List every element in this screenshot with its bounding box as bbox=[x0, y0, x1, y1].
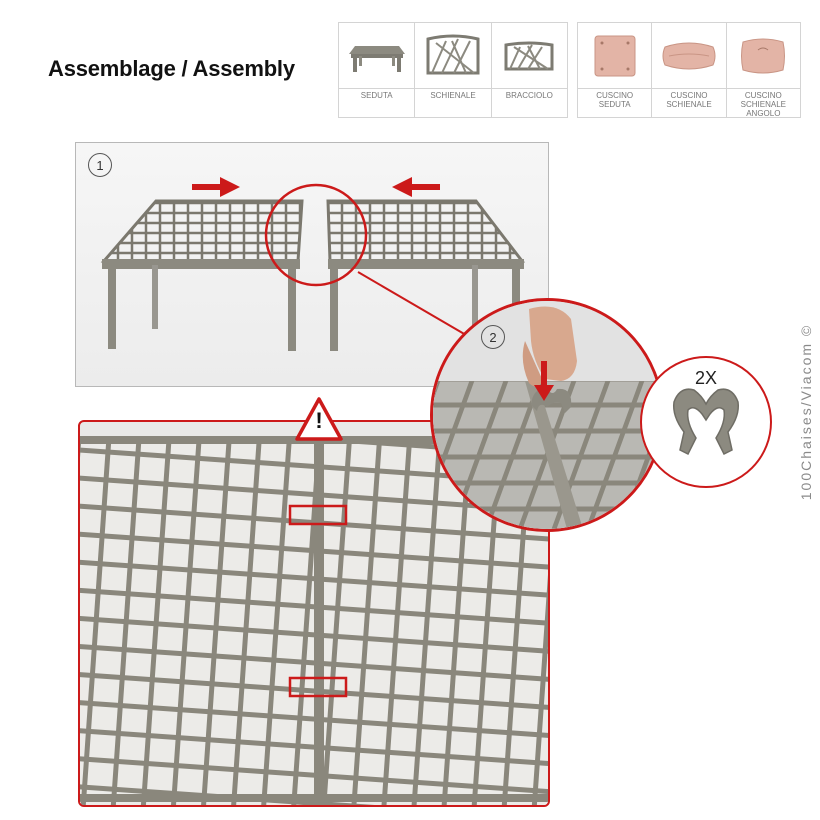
arrow-right-icon bbox=[192, 177, 240, 197]
part-label: CUSCINO SCHIENALE bbox=[666, 91, 712, 109]
part-label: CUSCINO SCHIENALE ANGOLO bbox=[740, 91, 786, 118]
part-label: BRACCIOLO bbox=[505, 91, 553, 100]
corner-cushion-icon bbox=[726, 23, 800, 89]
step1-panel: 1 bbox=[75, 142, 549, 387]
part-label: SEDUTA bbox=[360, 91, 393, 100]
part-label: SCHIENALE bbox=[430, 91, 476, 100]
clip-count-label: 2X bbox=[694, 368, 718, 388]
mesh-detail-illustration bbox=[80, 436, 548, 805]
clip-insertion-illustration bbox=[433, 301, 661, 529]
step-number-2: 2 bbox=[481, 325, 505, 349]
clip-position-marker-bottom bbox=[288, 676, 348, 698]
part-corner-cushion: CUSCINO SCHIENALE ANGOLO bbox=[726, 23, 800, 118]
clip-position-marker-top bbox=[288, 504, 348, 526]
copyright-credit: 100Chaises/Viacom © bbox=[798, 323, 814, 501]
warning-icon: ! bbox=[294, 396, 344, 442]
step2-zoom-circle: 2 bbox=[430, 298, 664, 532]
armrest-frame-icon bbox=[491, 23, 567, 89]
part-seat-frame: SEDUTA bbox=[339, 23, 416, 117]
part-armrest-frame: BRACCIOLO bbox=[491, 23, 567, 117]
part-back-cushion: CUSCINO SCHIENALE bbox=[652, 23, 727, 117]
clip-detail-circle: 2X bbox=[640, 356, 772, 488]
parts-legend-frames: SEDUTA SCHIENALE BRACCIOLO bbox=[338, 22, 568, 118]
back-cushion-icon bbox=[652, 23, 726, 89]
warning-symbol: ! bbox=[315, 408, 323, 433]
seat-cushion-icon bbox=[578, 23, 652, 89]
step-number-1: 1 bbox=[88, 153, 112, 177]
backrest-frame-icon bbox=[415, 23, 491, 89]
seat-frame-icon bbox=[339, 23, 415, 89]
parts-legend-cushions: CUSCINO SEDUTA CUSCINO SCHIENALE CUSCINO… bbox=[577, 22, 801, 118]
part-seat-cushion: CUSCINO SEDUTA bbox=[578, 23, 653, 117]
clip-icon bbox=[672, 388, 740, 456]
highlight-circle bbox=[264, 183, 368, 287]
part-label: CUSCINO SEDUTA bbox=[596, 91, 634, 109]
page-title: Assemblage / Assembly bbox=[48, 56, 295, 81]
part-backrest-frame: SCHIENALE bbox=[415, 23, 492, 117]
arrow-left-icon bbox=[392, 177, 440, 197]
